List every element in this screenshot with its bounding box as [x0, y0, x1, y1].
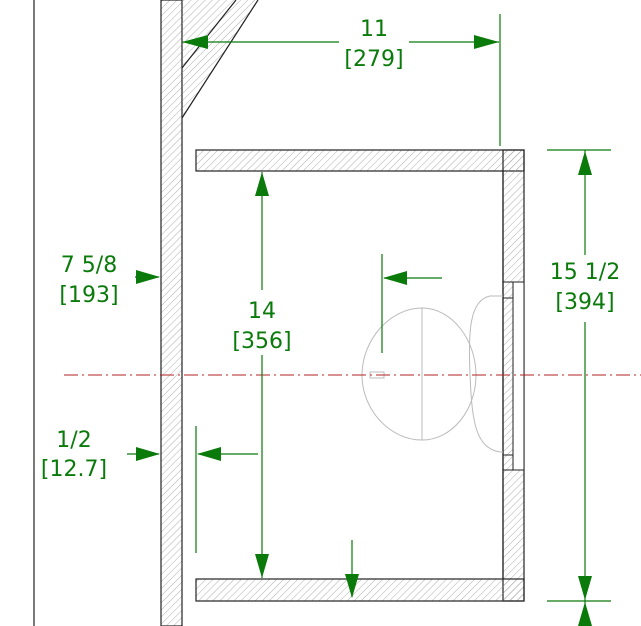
top-width-metric: [279]	[344, 47, 403, 72]
top-width-imperial: 11	[360, 17, 388, 42]
inner-height-metric: [356]	[232, 329, 291, 354]
inner-height-dimension: 14 [356]	[232, 172, 292, 578]
wall-thickness-metric: [12.7]	[41, 457, 107, 482]
bottom-leader	[345, 540, 359, 598]
outer-height-dimension: 15 1/2 [394]	[547, 149, 620, 626]
left-offset-metric: [193]	[59, 283, 118, 308]
top-width-dimension: 11 [279]	[182, 14, 501, 146]
inner-height-imperial: 14	[248, 299, 276, 324]
outer-height-metric: [394]	[555, 290, 614, 315]
left-offset-dimension: 7 5/8 [193]	[59, 253, 160, 308]
wall-thickness-imperial: 1/2	[56, 428, 91, 453]
diagonal-brace	[181, 0, 259, 119]
left-offset-imperial: 7 5/8	[61, 253, 117, 278]
light-fixture	[361, 295, 503, 453]
wall-panel	[160, 0, 183, 626]
bracket-tab	[503, 281, 525, 471]
fixture-leader	[381, 254, 442, 353]
outer-height-imperial: 15 1/2	[550, 260, 620, 285]
wall-thickness-dimension: 1/2 [12.7]	[41, 426, 258, 553]
